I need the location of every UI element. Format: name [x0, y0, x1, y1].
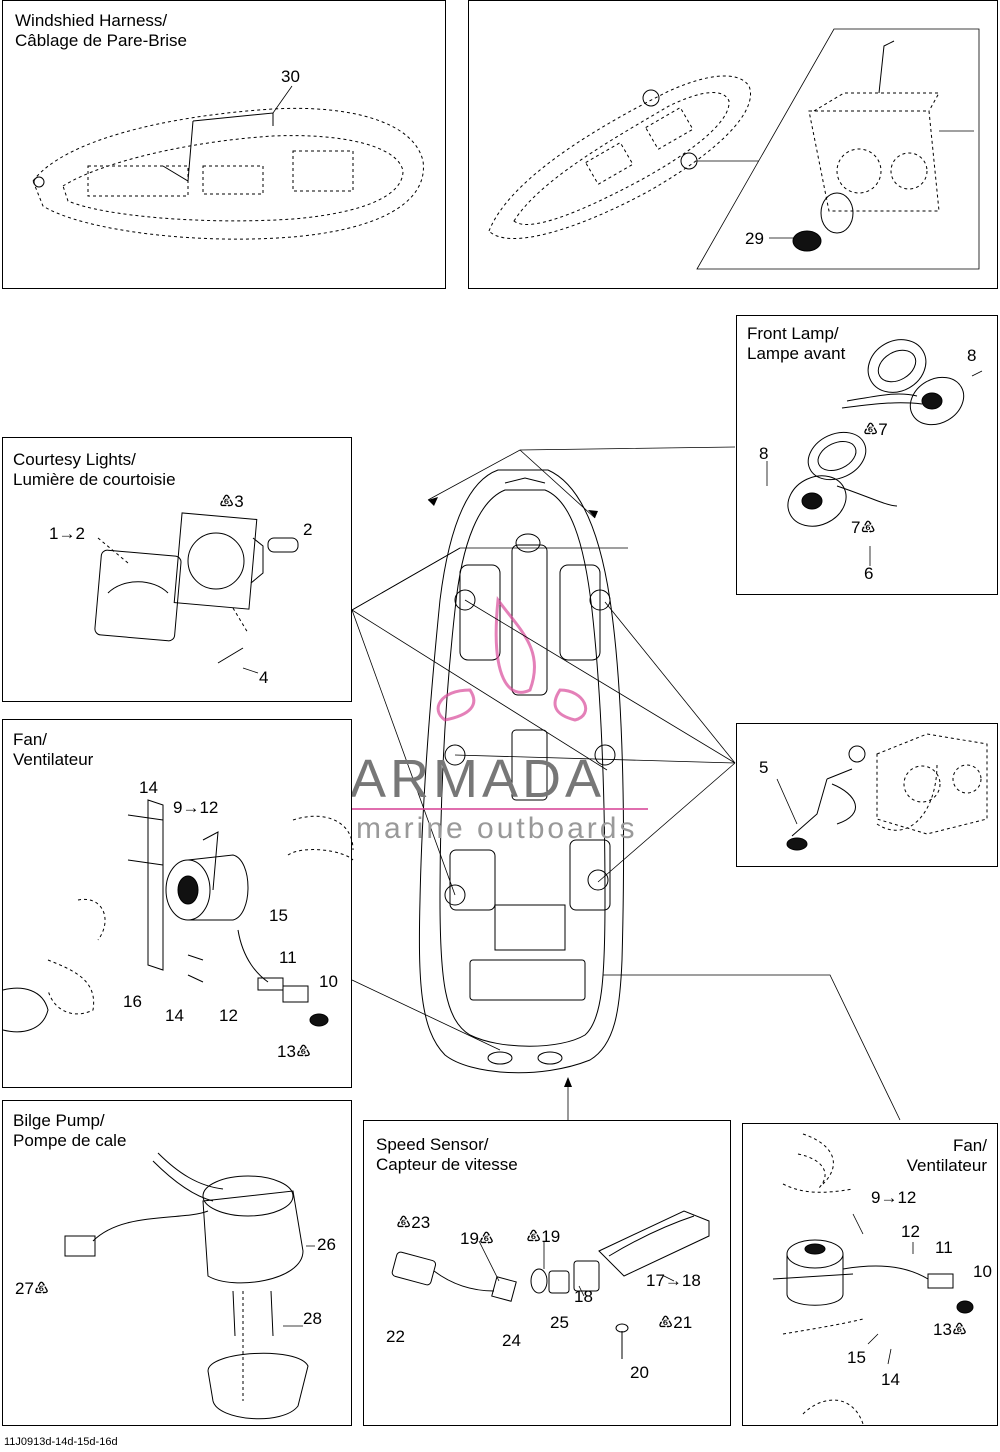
callout-9-12: 9→12: [871, 1188, 917, 1207]
panel-top-right: 29: [468, 0, 998, 289]
speed-sensor-sketch: [391, 1210, 710, 1359]
callout-22: 22: [386, 1327, 405, 1346]
callout-20: 20: [630, 1363, 649, 1382]
panel-title-line1: Fan/: [952, 1136, 987, 1155]
panel-fan-left: Fan/ Ventilateur 14 9→12 15 11 10 16 14 …: [2, 719, 354, 1088]
callout-23: ♸23: [396, 1213, 431, 1232]
callout-18: 18: [574, 1287, 593, 1306]
panel-title-line1: Speed Sensor/: [376, 1135, 489, 1154]
callout-28: 28: [303, 1309, 322, 1328]
callout-3: ♸3: [219, 492, 244, 511]
fan-right-sketch: [772, 1133, 974, 1425]
fan-left-sketch: [2, 799, 354, 1033]
callout-10: 10: [319, 972, 338, 991]
callout-14-upper: 14: [139, 778, 158, 797]
top-right-boat-sketch: [488, 28, 980, 270]
windshield-boat-sketch: [32, 85, 424, 240]
panel-title-line2: Pompe de cale: [13, 1131, 127, 1150]
panel-title-line1: Windshied Harness/: [15, 11, 168, 30]
callout-8-upper: 8: [967, 346, 977, 365]
callout-29: 29: [745, 229, 764, 248]
footer-code: 11J0913d-14d-15d-16d: [4, 1436, 118, 1448]
panel-courtesy-lights: Courtesy Lights/ Lumière de courtoisie ♸…: [2, 437, 352, 702]
callout-16: 16: [123, 992, 142, 1011]
front-lamp-sketch: [766, 339, 983, 566]
callout-15: 15: [269, 906, 288, 925]
callout-14: 14: [881, 1370, 900, 1389]
panel-title-line1: Bilge Pump/: [13, 1111, 105, 1130]
panel-bilge-pump: Bilge Pump/ Pompe de cale 26 27♸ 28: [2, 1100, 352, 1426]
panel-title-line2: Câblage de Pare-Brise: [15, 31, 187, 50]
panel-title-line2: Lampe avant: [747, 344, 846, 363]
panel-fan-right: Fan/ Ventilateur 9→12 12 11 10 13♸ 15 14: [742, 1123, 998, 1426]
watermark-brand: ARMADA: [350, 749, 606, 809]
callout-15: 15: [847, 1348, 866, 1367]
callout-19-right: ♸19: [526, 1227, 561, 1246]
courtesy-light-sketch: [94, 512, 299, 674]
panel-speed-sensor: Speed Sensor/ Capteur de vitesse ♸23 19♸…: [363, 1120, 731, 1426]
callout-12: 12: [901, 1222, 920, 1241]
callout-4: 4: [259, 668, 269, 687]
callout-8-lower: 8: [759, 444, 769, 463]
connector-sketch: [776, 733, 988, 851]
panel-connector: 5: [736, 723, 998, 867]
callout-14-lower: 14: [165, 1006, 184, 1025]
callout-21: ♸21: [658, 1313, 693, 1332]
callout-7-lower: 7♸: [851, 518, 876, 537]
callout-11: 11: [279, 948, 297, 967]
callout-27: 27♸: [15, 1279, 50, 1298]
callout-2: 2: [303, 520, 313, 539]
panel-title-line1: Front Lamp/: [747, 324, 839, 343]
callout-26: 26: [317, 1235, 336, 1254]
callout-10: 10: [973, 1262, 992, 1281]
callout-13: 13♸: [933, 1320, 968, 1339]
callout-5: 5: [759, 758, 769, 777]
panel-title-line2: Capteur de vitesse: [376, 1155, 518, 1174]
callout-9-12: 9→12: [173, 798, 219, 817]
callout-6: 6: [864, 564, 874, 583]
callout-30: 30: [281, 67, 300, 86]
callout-7-upper: ♸7: [863, 420, 888, 439]
callout-1-2: 1→2: [49, 524, 85, 543]
callout-24: 24: [502, 1331, 521, 1350]
panel-windshield-harness: Windshied Harness/ Câblage de Pare-Brise…: [2, 0, 446, 289]
watermark-tagline: marine outboards: [356, 812, 638, 845]
callout-11: 11: [935, 1238, 953, 1257]
panel-title-line2: Ventilateur: [906, 1156, 987, 1175]
bilge-pump-sketch: [64, 1152, 315, 1420]
callout-25: 25: [550, 1313, 569, 1332]
watermark-underline: [352, 808, 648, 810]
callout-19-left: 19♸: [460, 1229, 495, 1248]
panel-title-line2: Ventilateur: [13, 750, 94, 769]
panel-front-lamp: Front Lamp/ Lampe avant 8 ♸7 8 7♸ 6: [736, 315, 998, 595]
callout-12: 12: [219, 1006, 238, 1025]
callout-13: 13♸: [277, 1042, 312, 1061]
panel-title-line1: Fan/: [13, 730, 48, 749]
panel-title-line1: Courtesy Lights/: [13, 450, 136, 469]
panel-title-line2: Lumière de courtoisie: [13, 470, 176, 489]
